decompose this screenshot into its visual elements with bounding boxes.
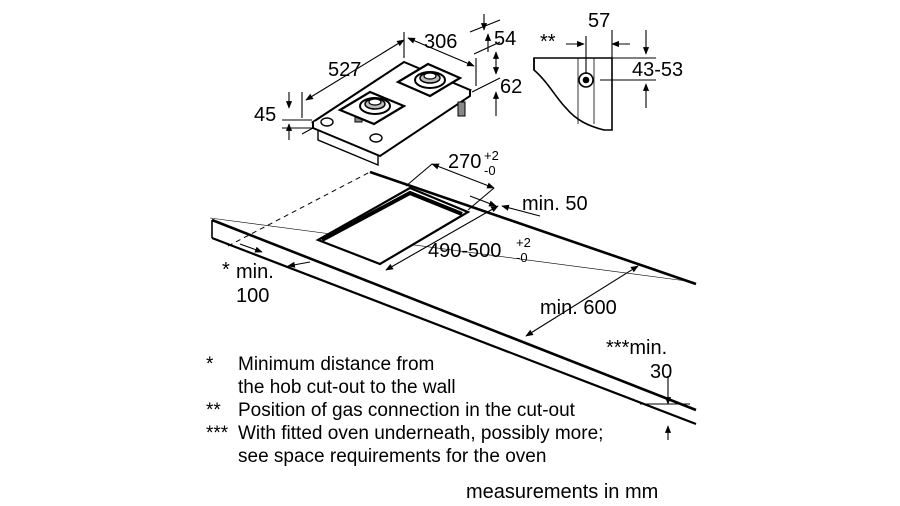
gas-connection-detail bbox=[533, 57, 613, 131]
note-marker: * bbox=[206, 354, 214, 375]
cutout-width-tol-lower: -0 bbox=[484, 163, 496, 178]
note-line: Position of gas connection in the cut-ou… bbox=[238, 400, 576, 421]
min-wall-marker: * bbox=[222, 259, 230, 281]
min-wall-value: 100 bbox=[236, 285, 269, 307]
hob-thickness-label: 45 bbox=[254, 104, 276, 126]
units-caption: measurements in mm bbox=[466, 481, 658, 503]
gas-marker-label: ** bbox=[540, 31, 556, 53]
cutout-width-tol-upper: +2 bbox=[484, 148, 499, 163]
min-front-label: ***min. bbox=[606, 337, 667, 359]
note-marker: ** bbox=[206, 400, 221, 421]
min-front-value: 30 bbox=[650, 361, 672, 383]
min-worktop-label: min. 600 bbox=[540, 297, 617, 319]
control-knob-icon bbox=[369, 133, 383, 143]
hob-drawing bbox=[301, 60, 473, 167]
note-line: see space requirements for the oven bbox=[238, 446, 546, 467]
min-back-label: min. 50 bbox=[522, 193, 588, 215]
note-line: Minimum distance from bbox=[238, 354, 434, 375]
hob-side-label: 62 bbox=[500, 76, 522, 98]
cutout-width-label: 270 bbox=[448, 151, 481, 173]
note-marker: *** bbox=[206, 423, 229, 444]
min-wall-label: min. bbox=[236, 261, 274, 283]
note-line: With fitted oven underneath, possibly mo… bbox=[238, 423, 603, 444]
gas-offset-label: 57 bbox=[588, 10, 610, 32]
hob-depth-label: 527 bbox=[328, 59, 361, 81]
note-line: the hob cut-out to the wall bbox=[238, 377, 456, 398]
hob-width-label: 306 bbox=[424, 31, 457, 53]
gas-height-label: 43-53 bbox=[632, 59, 683, 81]
notes: * Minimum distance from the hob cut-out … bbox=[206, 354, 603, 467]
control-knob-icon bbox=[320, 117, 334, 127]
hob-height-label: 54 bbox=[494, 28, 516, 50]
burner-back-icon bbox=[395, 62, 463, 98]
cutout-depth-tol-upper: +2 bbox=[516, 235, 531, 250]
cutout-depth-tol-lower: -0 bbox=[516, 250, 528, 265]
cutout-depth-label: 490-500 bbox=[428, 240, 501, 262]
